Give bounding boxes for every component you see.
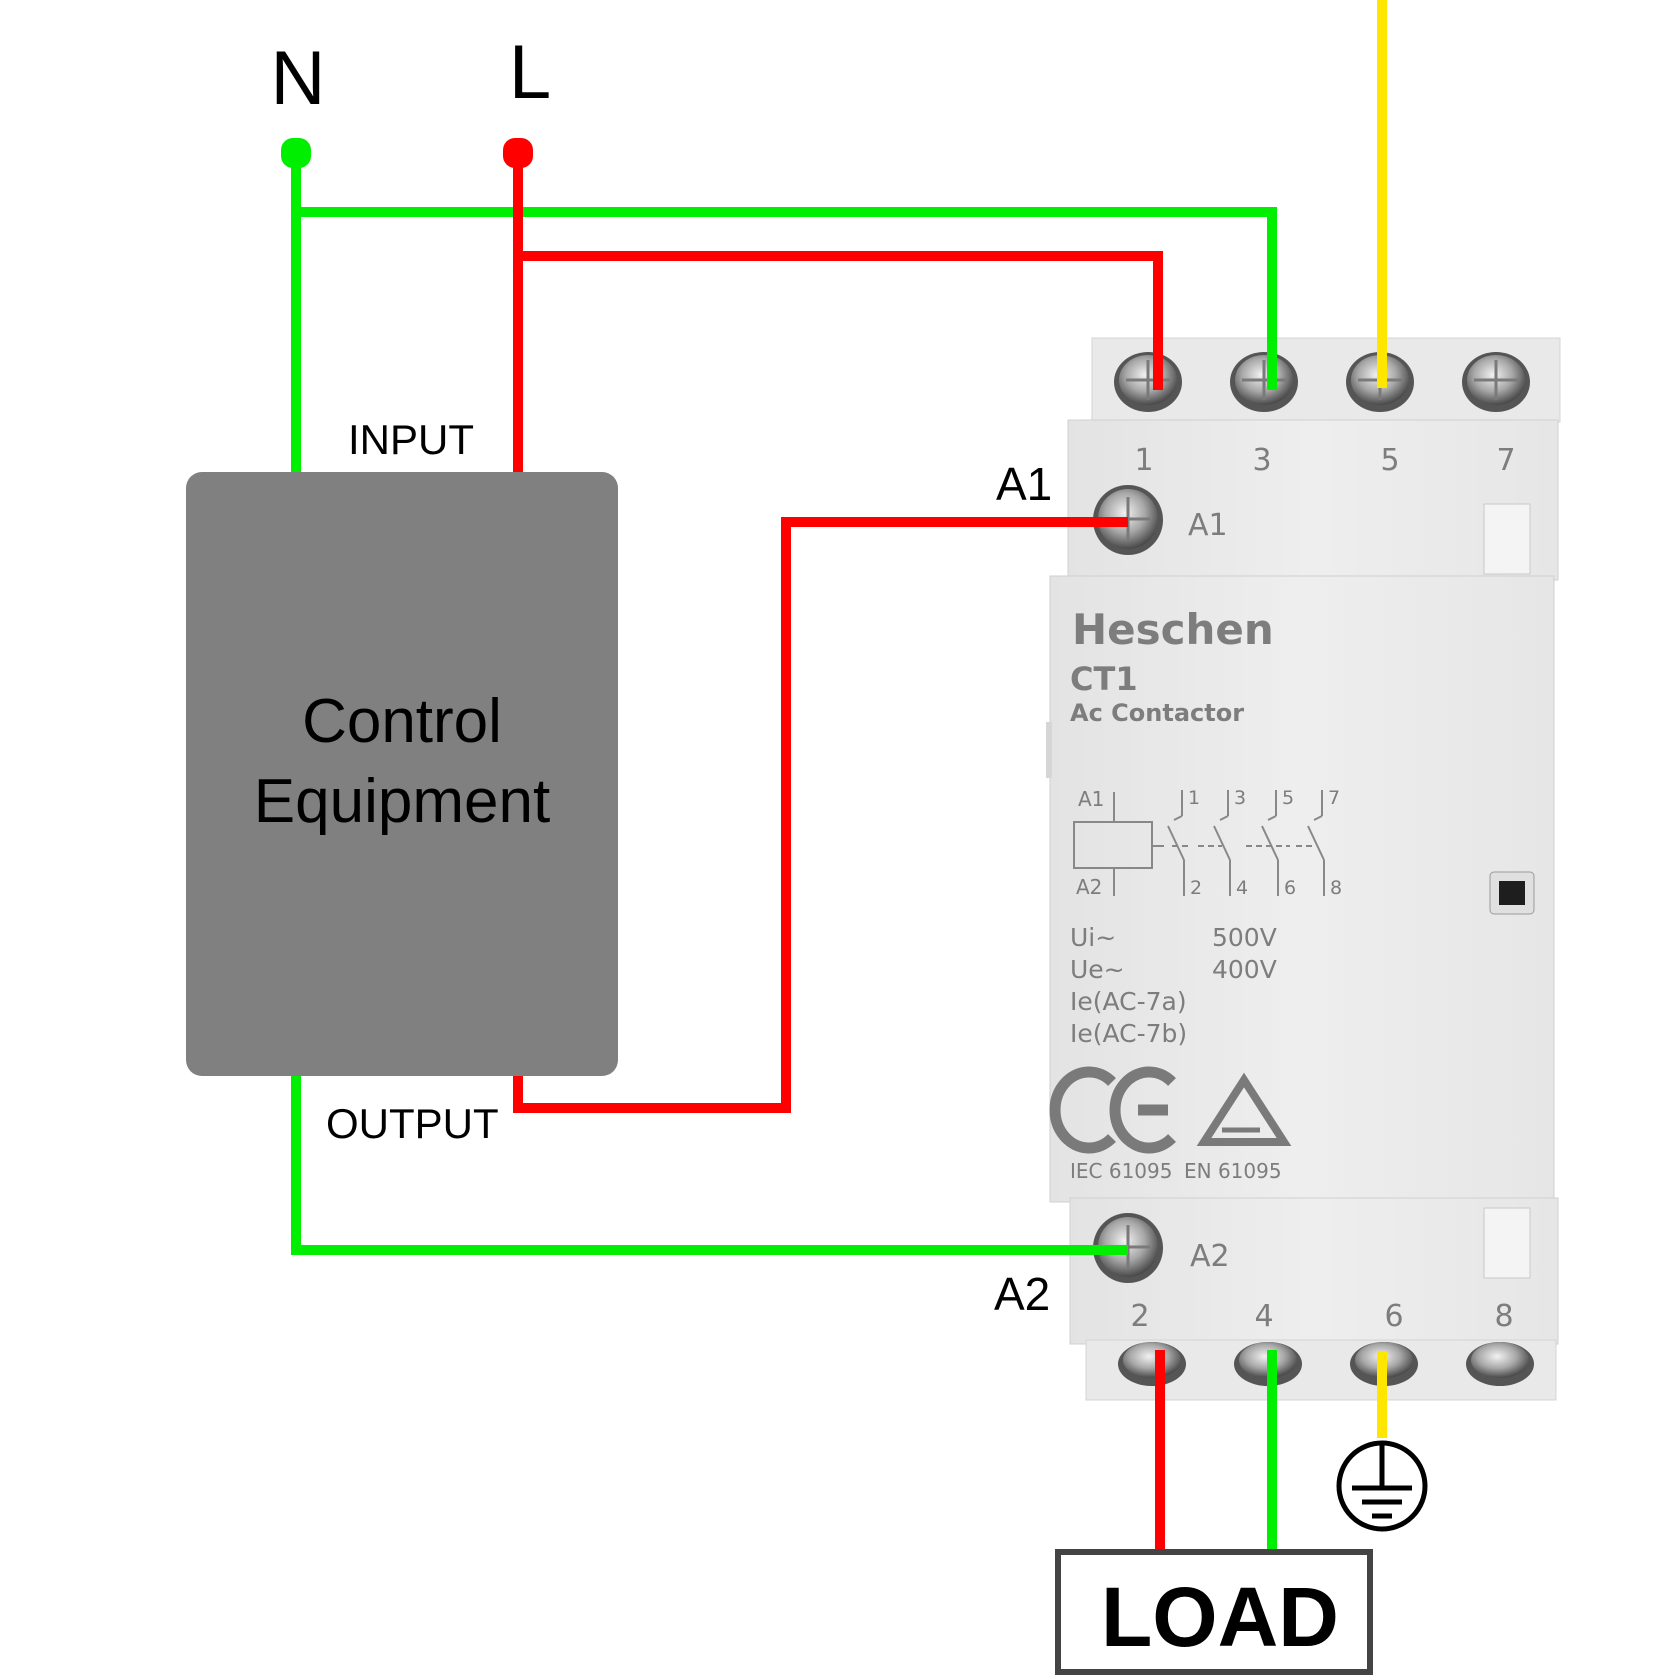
schematic-contact-1: 1 [1188, 787, 1200, 809]
rating-value: 400V [1212, 955, 1277, 984]
terminal-number-2: 2 [1130, 1299, 1149, 1334]
terminal-number-4: 4 [1254, 1299, 1273, 1334]
ground-icon [1336, 1440, 1428, 1532]
schematic-contact-2: 2 [1190, 877, 1202, 899]
terminal-number-6: 6 [1384, 1299, 1403, 1334]
rating-value: 500V [1212, 923, 1277, 952]
module-coil-a1-label: A1 [1188, 508, 1228, 543]
model-name: CT1 [1070, 660, 1138, 698]
manual-switch-button [1499, 881, 1525, 905]
terminal-number-7: 7 [1496, 443, 1515, 478]
module-coil-a2-label: A2 [1190, 1239, 1230, 1274]
module-nameplate: Heschen CT1 Ac Contactor [1070, 605, 1274, 727]
ratings-table: Ui~ 500V Ue~ 400V Ie(AC-7a) Ie(AC-7b) [1070, 923, 1277, 1048]
output-label: OUTPUT [326, 1100, 499, 1147]
control-output-to-a1 [513, 517, 1128, 1113]
neutral-terminal-dot [281, 138, 311, 168]
module-front-cover [1049, 575, 1555, 1203]
control-equipment-box [186, 472, 618, 1076]
terminal-screw-icon [1462, 352, 1530, 412]
standard-en: EN 61095 [1184, 1159, 1282, 1183]
terminal-number-5: 5 [1380, 443, 1399, 478]
module-terminal-numbers: 1 3 5 7 2 4 6 8 A1 A2 [1130, 443, 1515, 1334]
contactor-schematic-symbol: A1 A2 1 3 5 7 2 4 6 8 [1073, 787, 1342, 899]
live-terminal-dot [503, 138, 533, 168]
input-label: INPUT [348, 416, 474, 463]
terminal-number-1: 1 [1134, 443, 1153, 478]
schematic-a2: A2 [1076, 875, 1102, 899]
terminal-number-8: 8 [1494, 1299, 1513, 1334]
schematic-contact-6: 6 [1284, 877, 1296, 899]
indicator-window-top [1483, 503, 1531, 575]
control-equipment-title-line1: Control [302, 687, 502, 756]
standard-iec: IEC 61095 [1070, 1159, 1172, 1183]
rating-label: Ue~ [1070, 955, 1125, 984]
rating-label: Ie(AC-7b) [1070, 1019, 1187, 1048]
schematic-contact-5: 5 [1282, 787, 1294, 809]
terminal-screw-icon [1118, 1342, 1186, 1386]
schematic-a1: A1 [1078, 787, 1104, 811]
schematic-contact-3: 3 [1234, 787, 1246, 809]
neutral-label: N [271, 36, 326, 121]
control-equipment-title-line2: Equipment [254, 767, 550, 836]
brand-name: Heschen [1072, 605, 1274, 654]
schematic-contact-4: 4 [1236, 877, 1248, 899]
terminal-screw-icon [1230, 352, 1298, 412]
coil-a1-label: A1 [996, 458, 1052, 510]
terminal-screw-icon [1466, 1342, 1534, 1386]
indicator-window-bottom [1483, 1207, 1531, 1279]
product-type: Ac Contactor [1070, 699, 1244, 727]
certification-triangle-icon [1196, 1072, 1292, 1146]
load-label: LOAD [1101, 1570, 1339, 1664]
rating-label: Ui~ [1070, 923, 1116, 952]
coil-a2-label: A2 [994, 1268, 1050, 1320]
side-ridge [1046, 722, 1052, 778]
terminal-number-3: 3 [1252, 443, 1271, 478]
ce-mark-icon [1049, 1066, 1176, 1154]
live-wires [513, 156, 1165, 1552]
neutral-wires [291, 156, 1277, 1552]
schematic-contact-7: 7 [1328, 787, 1340, 809]
rating-label: Ie(AC-7a) [1070, 987, 1187, 1016]
neutral-wire-to-a2 [291, 1076, 1128, 1255]
load-box [1055, 1549, 1373, 1675]
terminal-screw-icon [1114, 352, 1182, 412]
neutral-wire-to-terminal-3 [296, 207, 1277, 390]
live-label: L [509, 30, 551, 115]
live-wire-to-terminal-1 [518, 251, 1163, 390]
schematic-contact-8: 8 [1330, 877, 1342, 899]
